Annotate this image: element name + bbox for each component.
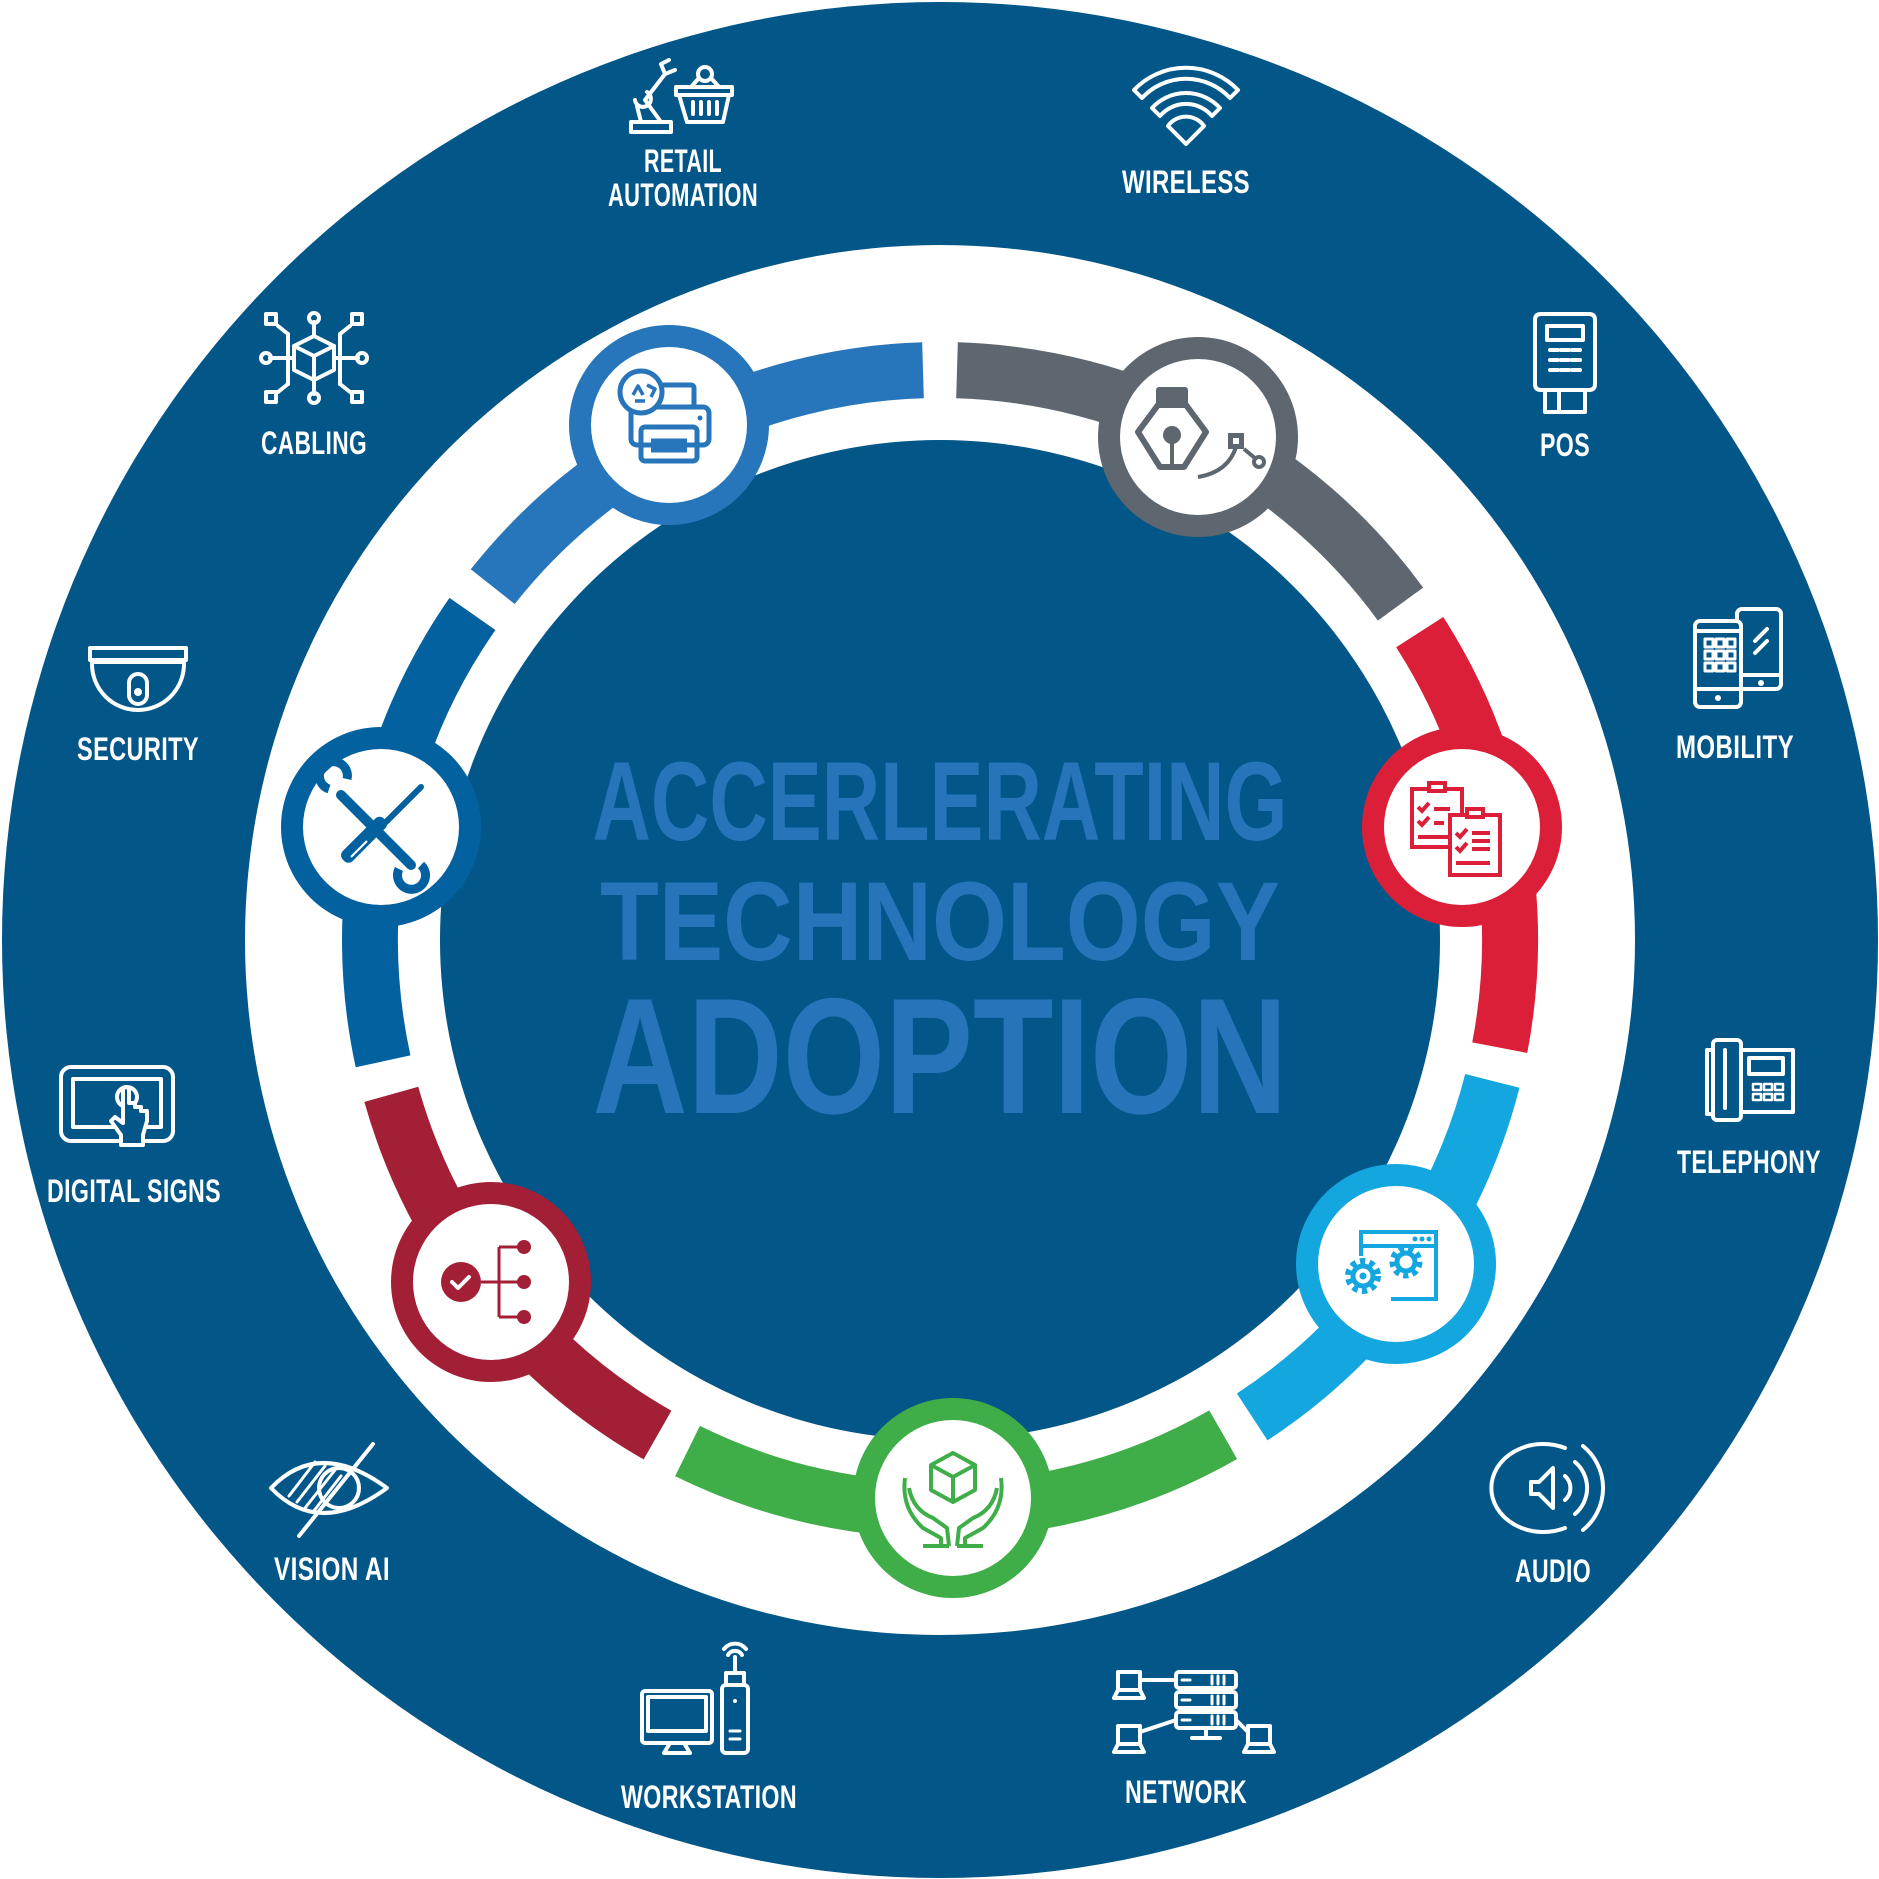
node-planning[interactable] (1362, 727, 1562, 927)
outer-item-wireless[interactable]: WIRELESS (1122, 65, 1250, 200)
headline-line-2: TECHNOLOGY (600, 859, 1280, 984)
outer-item-audio-label: AUDIO (1515, 1553, 1591, 1589)
outer-item-mobility[interactable]: MOBILITY (1676, 607, 1794, 765)
window-gears-icon (1345, 1230, 1438, 1301)
outer-item-telephony[interactable]: TELEPHONY (1677, 1038, 1821, 1180)
outer-item-mobility-label: MOBILITY (1676, 729, 1794, 765)
node-deployment[interactable] (391, 1182, 591, 1382)
inner-disc (440, 440, 1440, 1440)
outer-item-network-label: NETWORK (1125, 1774, 1247, 1810)
network-servers-icon (1112, 1670, 1276, 1754)
speaker-icon (1489, 1442, 1606, 1534)
outer-item-security[interactable]: SECURITY (77, 646, 199, 767)
dome-camera-icon (88, 646, 188, 712)
outer-item-security-label: SECURITY (77, 731, 199, 767)
node-support[interactable] (281, 727, 481, 927)
checklist-clipboards-icon (1410, 781, 1502, 877)
outer-item-wireless-label: WIRELESS (1122, 164, 1250, 200)
outer-item-workstation-label: WORKSTATION (621, 1779, 797, 1815)
node-configuration[interactable] (1296, 1164, 1496, 1364)
card-terminal-icon (1533, 312, 1597, 414)
outer-item-workstation[interactable]: WORKSTATION (621, 1641, 797, 1815)
outer-item-retail-automation[interactable]: RETAIL AUTOMATION (608, 58, 758, 213)
workflow-check-icon (441, 1240, 531, 1324)
outer-item-cabling-label: CABLING (261, 425, 367, 461)
node-delivery[interactable] (853, 1398, 1053, 1598)
wifi-icon (1132, 65, 1240, 146)
outer-item-vision-ai[interactable]: VISION AI (269, 1442, 390, 1587)
hands-box-icon (902, 1451, 1004, 1548)
headline-line-3: ADOPTION (593, 964, 1288, 1148)
desktop-computer-icon (640, 1641, 750, 1755)
outer-item-pos-label: POS (1540, 427, 1590, 463)
outer-item-digital-signs-label: DIGITAL SIGNS (47, 1173, 221, 1209)
outer-item-network[interactable]: NETWORK (1112, 1670, 1276, 1810)
wrench-screwdriver-icon (314, 757, 430, 894)
outer-item-telephony-label: TELEPHONY (1677, 1144, 1821, 1180)
eye-icon (269, 1442, 389, 1538)
outer-item-digital-signs[interactable]: DIGITAL SIGNS (47, 1065, 221, 1209)
outer-item-retail-automation-label-1: RETAIL (644, 143, 722, 179)
mobile-devices-icon (1693, 607, 1783, 709)
desk-phone-icon (1705, 1038, 1795, 1122)
circuit-cube-icon (259, 311, 369, 405)
outer-item-cabling[interactable]: CABLING (259, 311, 369, 461)
outer-item-retail-automation-label-2: AUTOMATION (608, 177, 758, 213)
outer-item-pos[interactable]: POS (1533, 312, 1597, 463)
node-design[interactable] (1098, 337, 1298, 537)
robot-arm-basket-icon (629, 58, 734, 134)
outer-item-audio[interactable]: AUDIO (1489, 1442, 1606, 1589)
pen-nib-icon (1135, 387, 1266, 479)
outer-item-vision-ai-label: VISION AI (274, 1551, 390, 1587)
headline-line-1: ACCERLERATING (593, 739, 1288, 864)
printer-recycle-icon (617, 368, 712, 464)
node-lifecycle[interactable] (569, 325, 769, 525)
touch-screen-icon (59, 1065, 175, 1147)
headline: ACCERLERATING TECHNOLOGY ADOPTION (593, 739, 1288, 1148)
